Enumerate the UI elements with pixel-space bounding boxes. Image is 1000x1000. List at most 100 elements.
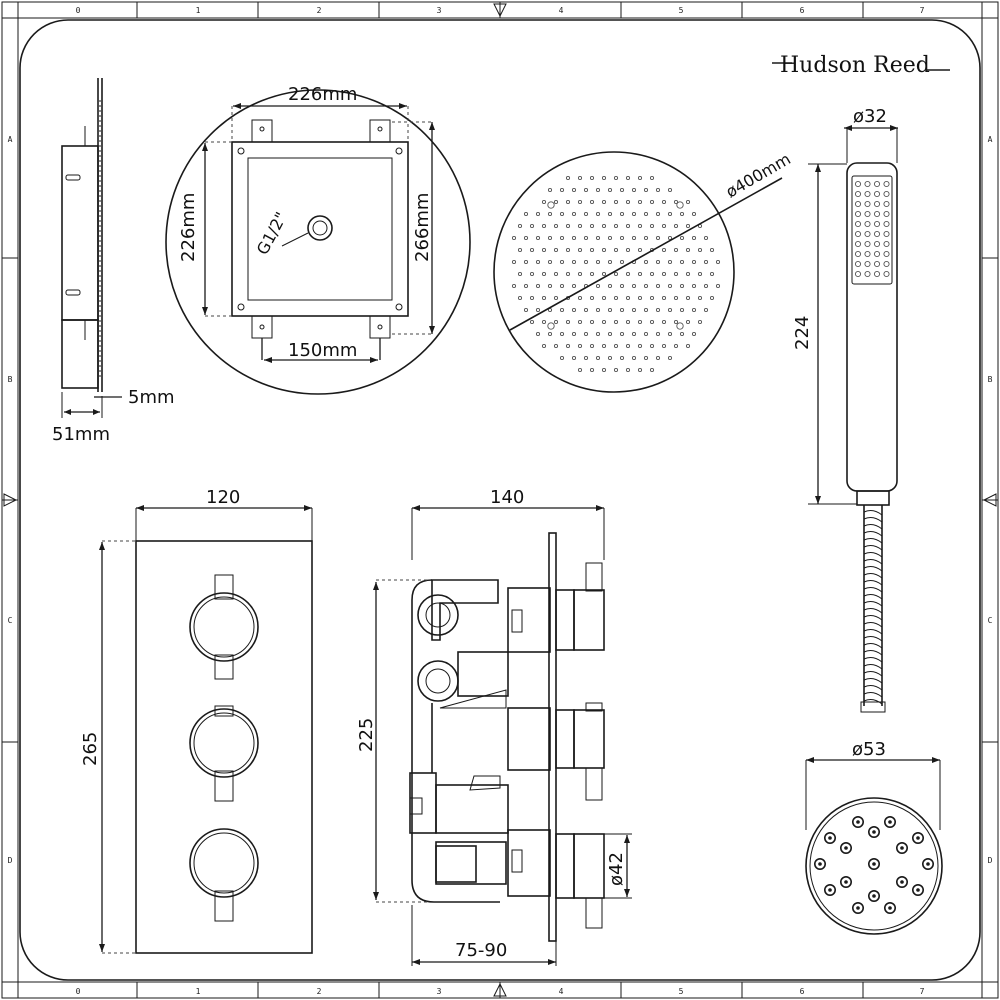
shower-nozzle: [679, 211, 685, 217]
shower-nozzle: [673, 271, 679, 277]
body-jet-nozzle-center: [926, 862, 930, 866]
hand-shower-nozzle-grid: [854, 180, 890, 278]
shower-nozzle: [613, 271, 619, 277]
hand-shower-nozzle: [883, 270, 890, 278]
shower-nozzle: [601, 319, 607, 325]
shower-nozzle: [685, 199, 691, 205]
valve-side-height-label: 225: [356, 718, 377, 752]
shower-nozzle: [583, 187, 589, 193]
hand-shower-nozzle: [883, 230, 890, 238]
hose-coil: [863, 538, 883, 544]
shower-nozzle: [637, 343, 643, 349]
shower-nozzle: [631, 235, 637, 241]
shower-nozzle: [565, 247, 571, 253]
shower-nozzle: [529, 271, 535, 277]
shower-nozzle: [541, 319, 547, 325]
shower-nozzle: [691, 307, 697, 313]
shower-nozzle: [589, 223, 595, 229]
plate-right-height-label: 266mm: [412, 193, 433, 262]
shower-nozzle: [589, 271, 595, 277]
hose-coil: [863, 636, 883, 642]
shower-nozzle: [607, 259, 613, 265]
shower-nozzle: [523, 235, 529, 241]
shower-nozzle: [679, 235, 685, 241]
side-handle-top: [555, 562, 605, 651]
shower-nozzle: [535, 235, 541, 241]
shower-nozzle: [667, 331, 673, 337]
valve-handle-top: [189, 574, 259, 680]
shower-nozzle: [571, 235, 577, 241]
shower-nozzle: [679, 331, 685, 337]
shower-nozzle: [613, 247, 619, 253]
hose-coil: [863, 566, 883, 572]
shower-nozzle: [595, 211, 601, 217]
shower-head-diameter-label: ø400mm: [723, 149, 794, 201]
shower-nozzle: [715, 259, 721, 265]
col-tick-7-bottom: 7: [920, 987, 925, 996]
mounting-plate-view: G1/2" 226mm 226mm 266mm 150mm: [165, 84, 471, 395]
shower-nozzle: [523, 211, 529, 217]
hose-coil: [863, 531, 883, 537]
hose-coil: [863, 594, 883, 600]
hose-coil: [863, 545, 883, 551]
hand-shower-nozzle: [883, 240, 890, 248]
body-jet-nozzle-center: [828, 836, 832, 840]
shower-nozzle: [583, 307, 589, 313]
shower-nozzle: [667, 235, 673, 241]
plate-top-width-label: 226mm: [288, 84, 357, 105]
shower-nozzle: [625, 271, 631, 277]
hose-coil: [863, 650, 883, 656]
valve-handle-diameter-label: ø42: [606, 852, 627, 886]
shower-nozzle: [607, 187, 613, 193]
shower-nozzle: [673, 199, 679, 205]
body-jet-nozzle-center: [844, 880, 848, 884]
shower-nozzle: [631, 211, 637, 217]
row-tick-b-left: B: [8, 375, 13, 384]
shower-nozzle: [559, 283, 565, 289]
shower-nozzle: [547, 211, 553, 217]
shower-nozzle: [547, 235, 553, 241]
hand-shower-length-label: 224: [792, 316, 813, 350]
shower-nozzle: [637, 199, 643, 205]
shower-nozzle: [619, 211, 625, 217]
valve-handle-middle: [189, 705, 259, 802]
row-tick-a-left: A: [8, 135, 13, 144]
shower-nozzle: [649, 343, 655, 349]
col-tick-1-bottom: 1: [196, 987, 201, 996]
thread-size-label: G1/2": [253, 209, 291, 258]
shower-nozzle: [589, 295, 595, 301]
shower-nozzle: [595, 235, 601, 241]
row-tick-b-right: B: [988, 375, 993, 384]
shower-nozzle: [517, 271, 523, 277]
body-jet-nozzle-center: [818, 862, 822, 866]
shower-nozzle: [667, 307, 673, 313]
shower-nozzle: [619, 235, 625, 241]
hose-coil: [863, 524, 883, 530]
valve-handle-bottom: [189, 828, 259, 922]
col-tick-5-bottom: 5: [679, 987, 684, 996]
shower-nozzle: [577, 247, 583, 253]
body-jet-nozzle-center: [872, 862, 876, 866]
shower-nozzle: [631, 355, 637, 361]
col-tick-5-top: 5: [679, 6, 684, 15]
shower-nozzle: [523, 259, 529, 265]
hand-shower-nozzle: [883, 250, 890, 258]
hand-shower-nozzle: [864, 220, 871, 228]
shower-nozzle: [535, 283, 541, 289]
shower-nozzle: [649, 295, 655, 301]
shower-nozzle: [535, 211, 541, 217]
shower-nozzle: [577, 319, 583, 325]
shower-nozzle: [535, 331, 541, 337]
shower-nozzle: [643, 331, 649, 337]
body-jet-nozzle-center: [900, 880, 904, 884]
shower-nozzle: [643, 259, 649, 265]
body-jet-nozzle-center: [872, 830, 876, 834]
hand-shower-nozzle: [854, 250, 862, 258]
shower-nozzle: [547, 331, 553, 337]
col-tick-3-top: 3: [437, 6, 442, 15]
shower-nozzle: [631, 307, 637, 313]
shower-nozzle: [553, 319, 559, 325]
hand-shower-nozzle: [854, 210, 862, 218]
hose-coil: [863, 657, 883, 663]
shower-nozzle: [601, 247, 607, 253]
